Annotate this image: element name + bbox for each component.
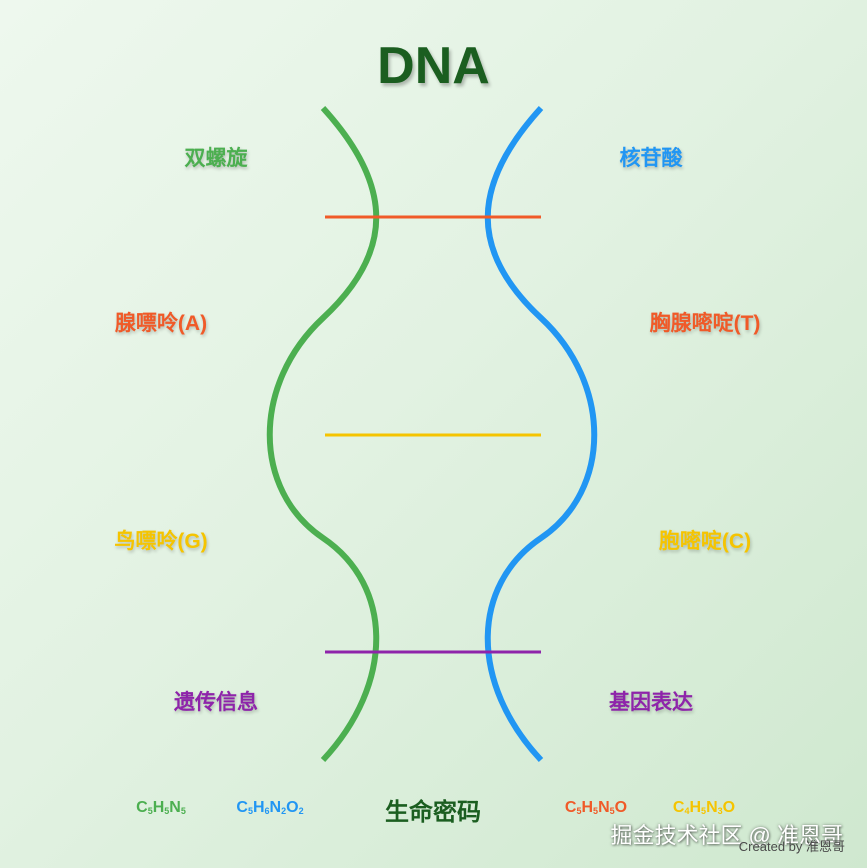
formula-subscript: 5 — [576, 806, 582, 816]
formula-element: O — [614, 799, 628, 816]
formula-element: H — [152, 799, 165, 816]
formula-element: H — [581, 799, 594, 816]
formula-element: N — [269, 799, 282, 816]
formula-element: C — [564, 799, 577, 816]
formula-element: C — [236, 799, 248, 816]
formula-element: H — [252, 799, 265, 816]
formula-subscript: 2 — [298, 806, 304, 816]
formula-element: C — [136, 799, 148, 816]
formula-subscript: 6 — [264, 806, 270, 816]
label-guanine: 鸟嘌呤(G) — [114, 530, 208, 553]
formula-subscript: 5 — [180, 806, 186, 816]
formula-cytosine: C4H5N3O — [673, 799, 735, 817]
formula-element: H — [689, 799, 702, 816]
formula-element: N — [598, 799, 610, 816]
life-code-text: 生命密码 — [385, 799, 481, 826]
label-gene-expression: 基因表达 — [609, 691, 693, 714]
formula-element: O — [286, 799, 299, 816]
formula-adenine: C5H5N5 — [136, 799, 186, 817]
formula-subscript: 5 — [609, 806, 615, 816]
site-watermark: 掘金技术社区 @ 准恩哥 — [610, 823, 843, 848]
formula-guanine: C5H5N5O — [565, 799, 627, 817]
label-cytosine: 胞嘧啶(C) — [658, 530, 752, 553]
label-adenine: 腺嘌呤(A) — [114, 312, 208, 335]
formula-subscript: 4 — [684, 806, 690, 816]
formula-subscript: 5 — [593, 806, 599, 816]
formula-thymine: C5H6N2O2 — [236, 799, 303, 817]
formula-subscript: 5 — [147, 806, 153, 816]
formula-subscript: 5 — [164, 806, 170, 816]
label-nucleotide: 核苷酸 — [619, 147, 683, 170]
formula-element: C — [672, 799, 685, 816]
page-title: DNA — [377, 37, 490, 95]
formula-subscript: 5 — [247, 806, 253, 816]
label-double-helix: 双螺旋 — [184, 147, 248, 170]
formula-element: N — [706, 799, 718, 816]
label-genetic-information: 遗传信息 — [174, 691, 258, 714]
author-credit: Created by 准恩哥 — [738, 839, 845, 854]
formula-subscript: 3 — [717, 806, 723, 816]
formula-element: O — [722, 799, 736, 816]
formula-element: N — [169, 799, 181, 816]
formula-subscript: 2 — [281, 806, 287, 816]
label-thymine: 胸腺嘧啶(T) — [649, 312, 761, 335]
formula-subscript: 5 — [701, 806, 707, 816]
